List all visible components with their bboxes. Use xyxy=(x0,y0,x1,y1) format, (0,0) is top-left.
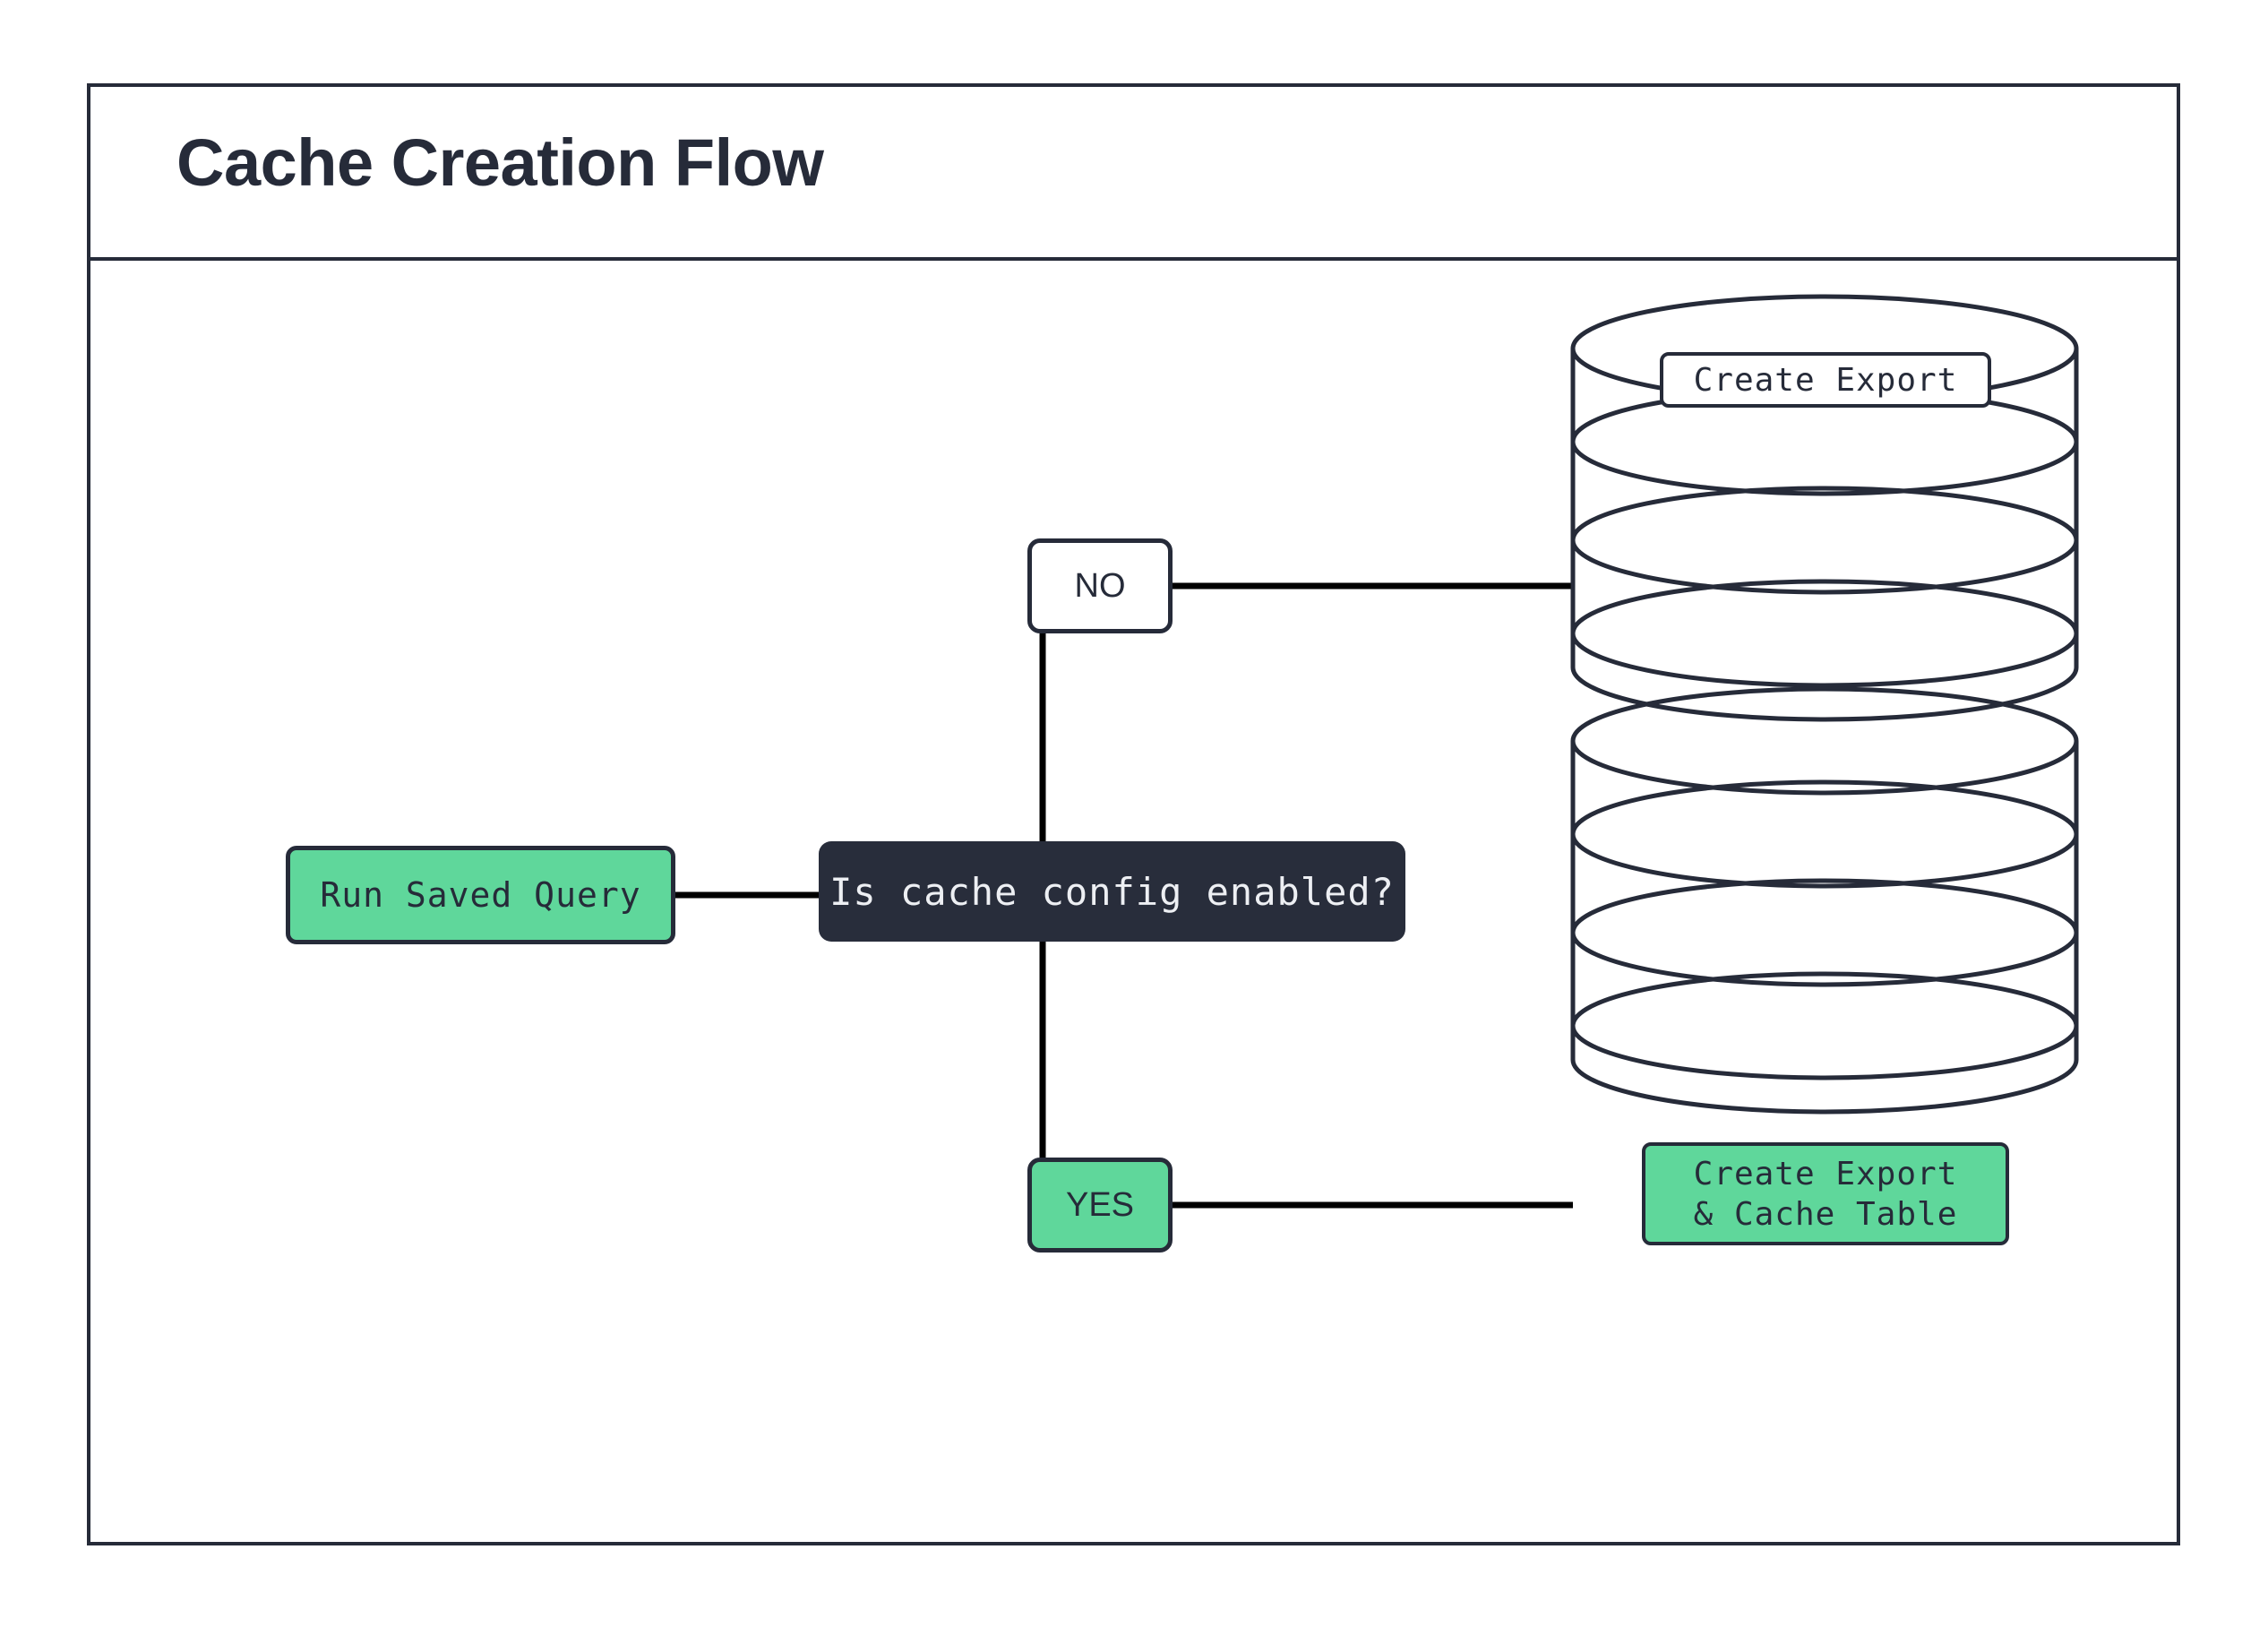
create-export-cache-table-label: Create Export & Cache Table xyxy=(1642,1142,2009,1245)
create-export-label-line-1: Create Export xyxy=(1693,361,1958,399)
create-export-cache-label-line-1: Create Export xyxy=(1693,1155,1958,1192)
page-title: Cache Creation Flow xyxy=(176,125,824,200)
flowchart-body: Create Export Create Exp xyxy=(90,87,2184,1549)
node-run-saved-query-label: Run Saved Query xyxy=(320,875,641,915)
edge-label-no[interactable]: NO xyxy=(1027,538,1173,633)
edge-label-yes-text: YES xyxy=(1065,1185,1135,1224)
edge-label-yes[interactable]: YES xyxy=(1027,1158,1173,1253)
create-export-cache-database-shape xyxy=(1569,685,2080,1133)
create-export-label: Create Export xyxy=(1660,352,1991,408)
diagram-header: Cache Creation Flow xyxy=(90,87,2177,261)
create-export-cache-label-line-2: & Cache Table xyxy=(1693,1195,1958,1233)
node-decision-label: Is cache config enabled? xyxy=(829,869,1395,914)
connector-layer xyxy=(675,582,1573,1209)
diagram-frame: Cache Creation Flow xyxy=(87,83,2180,1545)
node-is-cache-config-enabled[interactable]: Is cache config enabled? xyxy=(819,841,1405,942)
edge-label-no-text: NO xyxy=(1074,566,1126,605)
node-run-saved-query[interactable]: Run Saved Query xyxy=(286,846,675,944)
